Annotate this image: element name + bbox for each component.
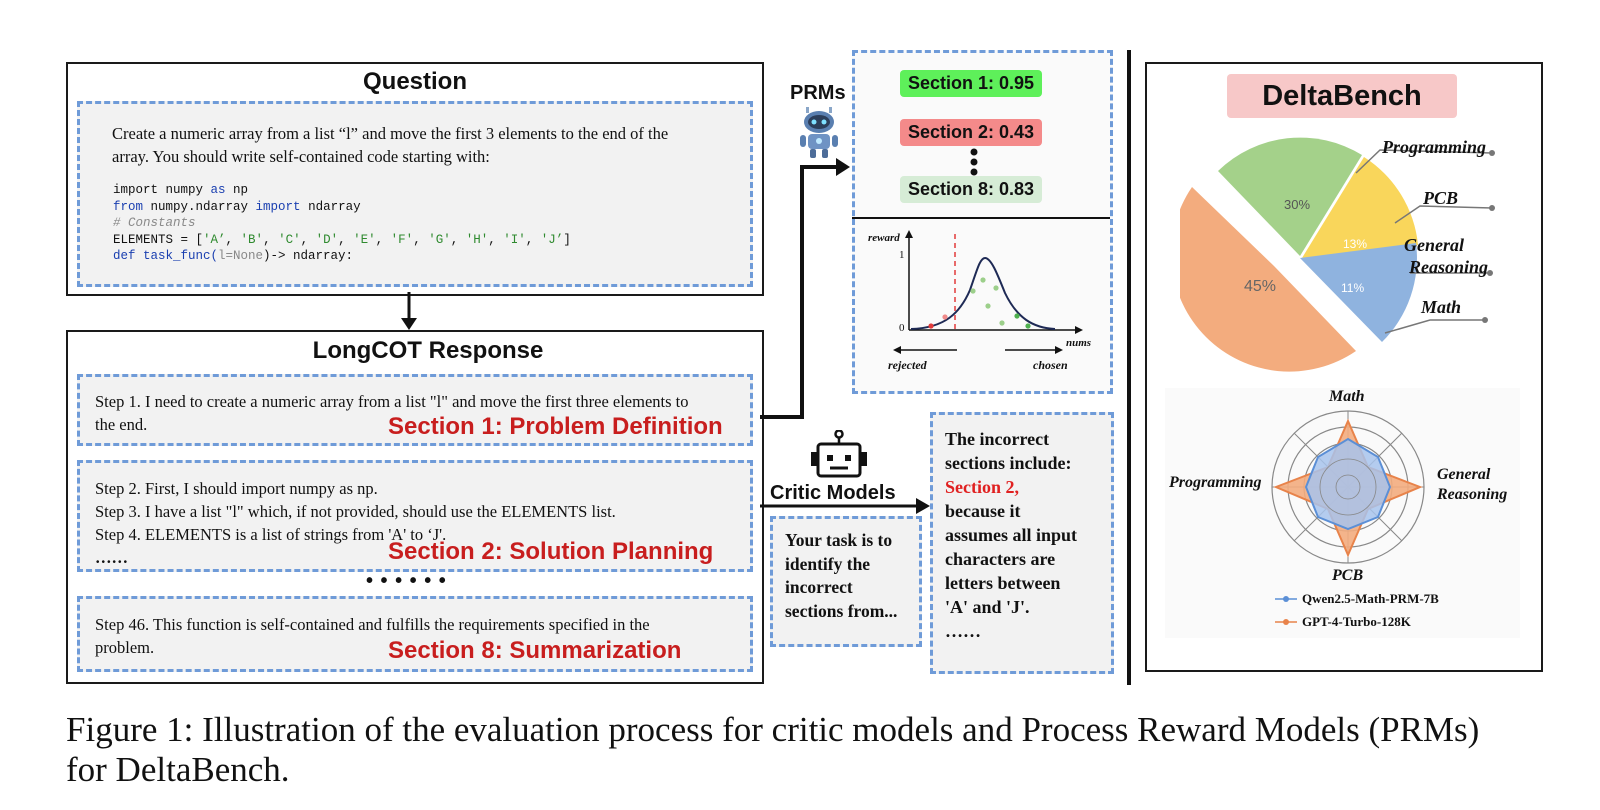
step-46-line2: problem.: [95, 638, 155, 657]
task-line-1: Your task is to: [785, 530, 893, 550]
pie-slice-pcb: [1302, 157, 1418, 258]
legend-label-gpt4: GPT-4-Turbo-128K: [1302, 614, 1411, 629]
longcot-title: LongCOT Response: [312, 337, 544, 364]
answer-line-5: assumes all input: [945, 525, 1078, 545]
prm-score-section-8: Section 8: 0.83: [900, 176, 1043, 203]
pie-pct-general: 45%: [1244, 278, 1277, 295]
plot-label-rejected: rejected: [888, 358, 927, 372]
code-line-2: from numpy.ndarray import ndarray: [113, 199, 361, 214]
legend-marker-gpt4: [1275, 619, 1297, 625]
plot-ytick-1: 1: [899, 249, 905, 261]
task-line-2: identify the: [785, 553, 871, 574]
step-1-line1: Step 1. I need to create a numeric array…: [95, 392, 689, 411]
radar-label-math: Math: [1329, 388, 1365, 405]
radar-label-general-1: General: [1437, 466, 1491, 483]
section-8-label: Section 8: Summarization: [388, 637, 682, 664]
plot-xlabel: nums: [1066, 337, 1092, 349]
question-title: Question: [362, 68, 467, 95]
prms-label: PRMs: [790, 82, 846, 104]
answer-line-4: because it: [945, 501, 1021, 521]
task-line-3: incorrect: [785, 577, 853, 597]
vertical-ellipsis-icon: [970, 148, 978, 176]
question-prompt-line1: Create a numeric array from a list “l” a…: [112, 124, 669, 143]
task-line-4: sections from...: [785, 600, 898, 621]
pie-chart: [1180, 137, 1495, 372]
step-4-line: Step 4. ELEMENTS is a list of strings fr…: [95, 525, 447, 544]
answer-line-6: characters are: [945, 549, 1056, 569]
section-1-box: Step 1. I need to create a numeric array…: [77, 374, 753, 446]
pie-pct-math: 11%: [1341, 281, 1365, 295]
section-2-box: Step 2. First, I should import numpy as …: [77, 460, 753, 572]
answer-line-8: 'A' and 'J'.: [945, 597, 1030, 617]
answer-line-1: The incorrect: [945, 429, 1050, 449]
pie-label-general-2: Reasoning: [1409, 257, 1489, 277]
prm-score-section-2: Section 2: 0.43: [900, 119, 1043, 146]
vertical-separator: [1127, 50, 1131, 685]
critic-models-label: Critic Models: [770, 482, 896, 504]
radar-label-pcb: PCB: [1332, 567, 1364, 584]
section-dots: • • • • • •: [366, 570, 447, 592]
code-block: import numpy as np from numpy.ndarray im…: [113, 182, 571, 265]
pie-pct-programming: 30%: [1284, 197, 1311, 212]
pie-label-general-1: General: [1404, 235, 1464, 255]
radar-label-programming: Programming: [1169, 474, 1262, 491]
pie-label-programming: Programming: [1382, 137, 1487, 157]
plot-ylabel: reward: [868, 232, 900, 244]
pie-label-pcb: PCB: [1423, 188, 1459, 208]
step-2-line: Step 2. First, I should import numpy as …: [95, 479, 378, 498]
critic-robot-icon: [811, 430, 867, 478]
figure-caption-line1: Figure 1: Illustration of the evaluation…: [66, 710, 1480, 749]
pie-label-math: Math: [1421, 297, 1462, 317]
radar-chart: [1271, 410, 1425, 564]
radar-label-general-2: Reasoning: [1437, 486, 1508, 503]
section-2-label: Section 2: Solution Planning: [388, 538, 714, 565]
reward-distribution-plot: [893, 230, 1083, 354]
prm-score-section-1: Section 1: 0.95: [900, 70, 1043, 97]
legend-marker-qwen: [1275, 596, 1297, 602]
code-line-1: import numpy as np: [113, 183, 249, 197]
arrow-response-to-critic: [760, 498, 930, 514]
prms-divider: [852, 217, 1110, 219]
step-3-line: Step 3. I have a list "l" which, if not …: [95, 502, 616, 521]
section-1-label: Section 1: Problem Definition: [388, 413, 723, 440]
plot-ytick-0: 0: [899, 322, 905, 334]
code-line-4: ELEMENTS = ['A’, 'B', 'C', 'D', 'E', 'F'…: [113, 232, 571, 247]
question-prompt-line2: array. You should write self-contained c…: [112, 147, 490, 166]
answer-line-9: ……: [945, 621, 981, 641]
pie-slice-math: [1300, 243, 1417, 342]
answer-line-7: letters between: [945, 573, 1061, 593]
pie-slice-general-reasoning: [1180, 187, 1356, 372]
plot-label-chosen: chosen: [1033, 358, 1068, 372]
pie-slice-programming: [1218, 137, 1362, 256]
step-ellipsis: ……: [95, 548, 128, 567]
legend-label-qwen: Qwen2.5-Math-PRM-7B: [1302, 591, 1439, 606]
step-46-line1: Step 46. This function is self-contained…: [95, 615, 650, 634]
answer-line-2: sections include:: [945, 453, 1072, 473]
radar-series-qwen: [1304, 437, 1392, 531]
robot-icon: [800, 107, 838, 158]
deltabench-title: DeltaBench: [1227, 74, 1457, 118]
critic-task-box: Your task is to identify the incorrect s…: [770, 516, 922, 647]
critic-answer-box: The incorrect sections include: Section …: [930, 412, 1114, 674]
question-content: Create a numeric array from a list “l” a…: [77, 101, 753, 287]
code-line-3: # Constants: [113, 216, 196, 230]
prms-panel: [852, 50, 1113, 394]
figure-caption-line2: for DeltaBench.: [66, 750, 290, 789]
pie-pct-pcb: 13%: [1343, 237, 1368, 251]
arrow-question-to-response: [401, 292, 417, 330]
step-1-line2: the end.: [95, 415, 148, 434]
arrow-response-to-prms: [760, 158, 850, 419]
answer-red-section: Section 2,: [945, 477, 1019, 497]
code-line-5: def task_func(l=None)-> ndarray:: [113, 249, 354, 263]
section-8-box: Step 46. This function is self-contained…: [77, 596, 753, 672]
